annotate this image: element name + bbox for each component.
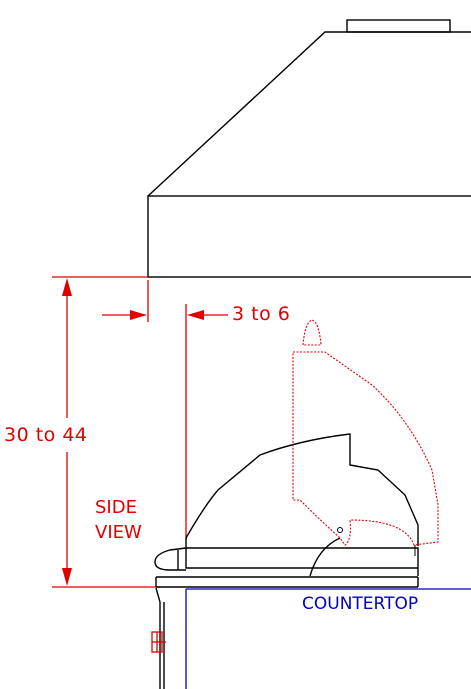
range-hood — [147, 19, 471, 278]
height-dimension — [52, 276, 160, 588]
hood-body — [147, 195, 471, 278]
setback-dimension-label: 3 to 6 — [232, 303, 291, 325]
appliance-lid-open — [292, 319, 439, 546]
arrow-left-icon — [187, 310, 204, 320]
arrow-up-icon — [62, 278, 72, 296]
height-dimension-label: 30 to 44 — [4, 424, 88, 446]
hood-canopy — [147, 31, 471, 197]
setback-dimension — [102, 280, 228, 540]
countertop-label: COUNTERTOP — [302, 594, 419, 614]
countertop — [185, 588, 471, 689]
arrow-down-icon — [62, 568, 72, 586]
view-label-line2: VIEW — [95, 522, 142, 543]
cabinet-edge — [151, 587, 166, 689]
hood-duct-collar — [346, 19, 451, 33]
appliance-outline — [154, 433, 419, 588]
arrow-right-icon — [130, 310, 147, 320]
view-label-line1: SIDE — [95, 497, 137, 518]
